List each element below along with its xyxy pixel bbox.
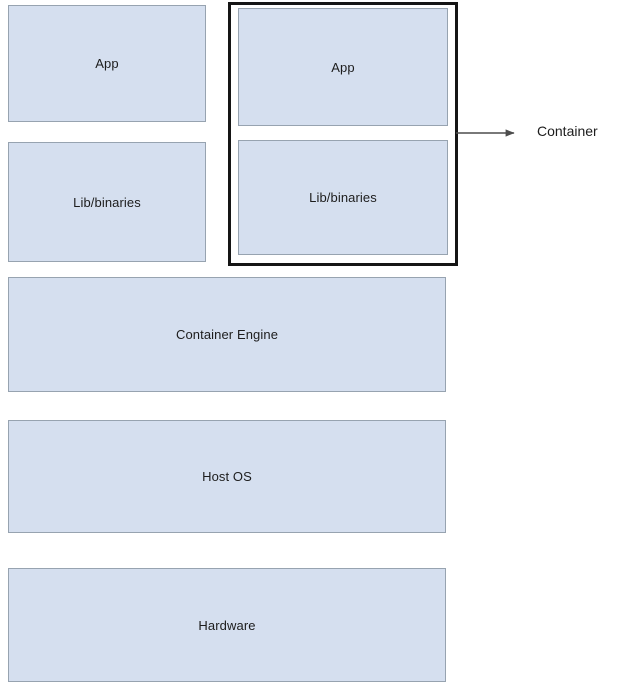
host-os-box[interactable]: Host OS bbox=[8, 420, 446, 533]
host-os-label: Host OS bbox=[202, 469, 252, 484]
app-box-left[interactable]: App bbox=[8, 5, 206, 122]
app-box-left-label: App bbox=[95, 56, 119, 71]
lib-binaries-box-left[interactable]: Lib/binaries bbox=[8, 142, 206, 262]
lib-binaries-box-left-label: Lib/binaries bbox=[73, 194, 141, 210]
app-box-container[interactable]: App bbox=[238, 8, 448, 126]
lib-binaries-box-container[interactable]: Lib/binaries bbox=[238, 140, 448, 255]
container-engine-label: Container Engine bbox=[175, 327, 279, 342]
hardware-box[interactable]: Hardware bbox=[8, 568, 446, 682]
container-engine-box[interactable]: Container Engine bbox=[8, 277, 446, 392]
lib-binaries-box-container-label: Lib/binaries bbox=[309, 190, 377, 205]
container-callout-label: Container bbox=[537, 123, 598, 139]
hardware-label: Hardware bbox=[198, 617, 256, 633]
app-box-container-label: App bbox=[331, 59, 355, 75]
container-callout-arrow bbox=[456, 129, 515, 137]
